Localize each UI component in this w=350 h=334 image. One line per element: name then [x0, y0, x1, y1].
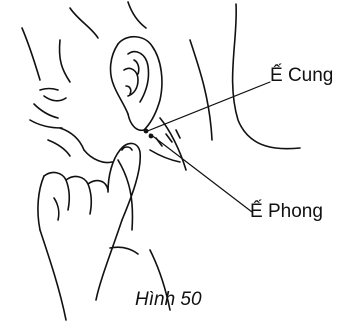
label-e-cung: Ế Cung	[270, 66, 333, 85]
leader-line-e-phong	[150, 134, 252, 212]
figure-caption: Hình 50	[135, 290, 202, 309]
face-profile	[30, 89, 112, 163]
acupoint-e-phong-dot	[149, 134, 154, 139]
ear-drawing	[111, 37, 162, 131]
label-e-phong: Ế Phong	[250, 202, 323, 221]
acupoint-e-cung-dot	[144, 129, 149, 134]
leader-line-e-cung	[145, 82, 270, 132]
